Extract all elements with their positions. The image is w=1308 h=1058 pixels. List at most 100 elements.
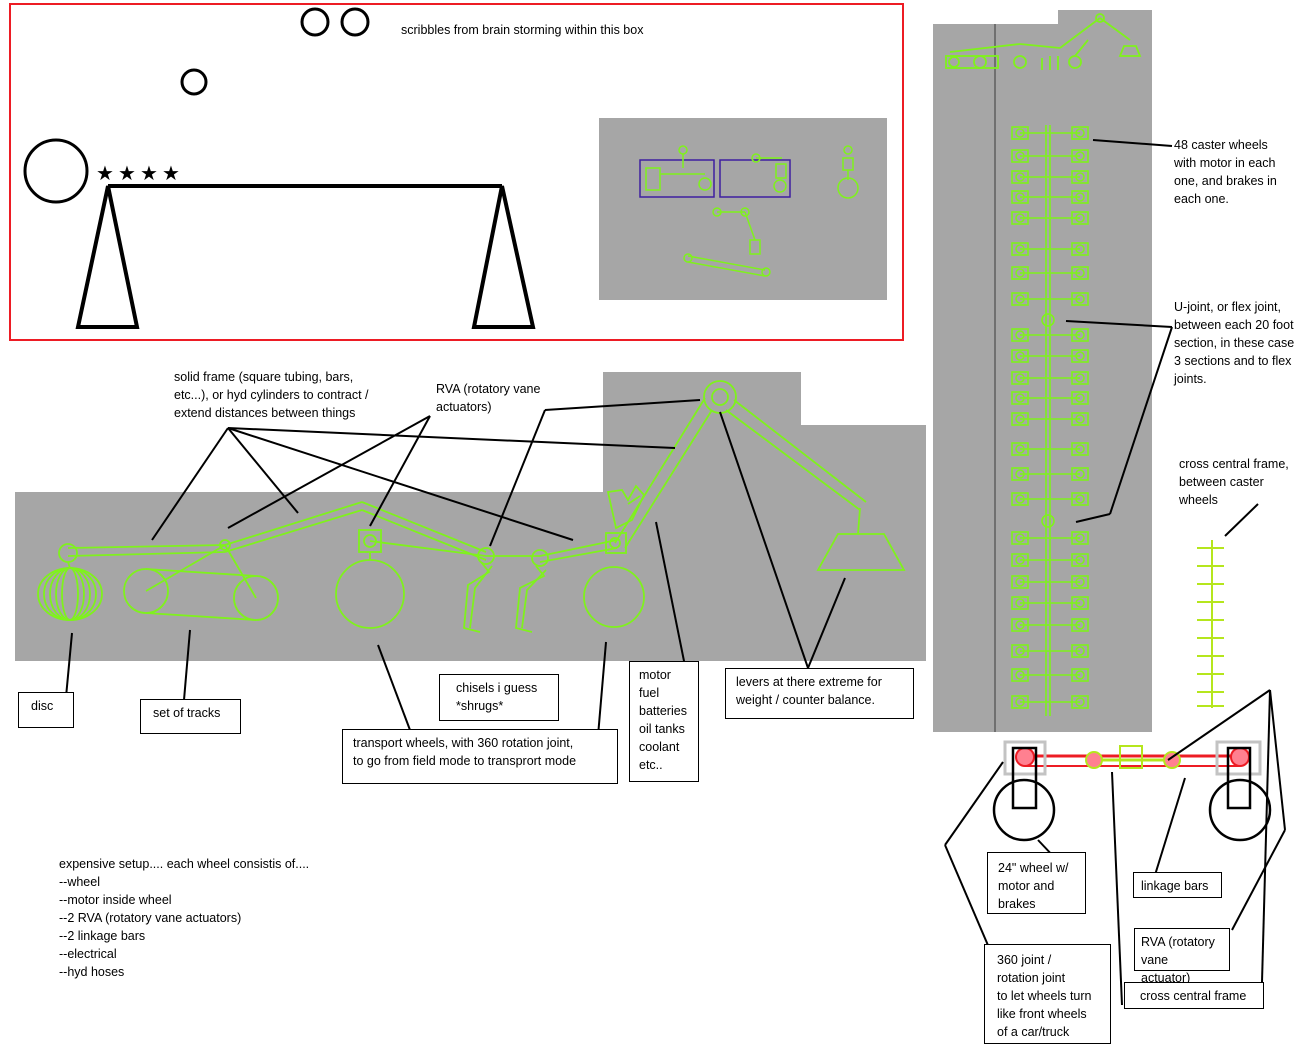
caster-wheel-hub [1015, 697, 1025, 707]
u-joint [1041, 313, 1055, 327]
caster-wheel [1071, 211, 1089, 225]
caster-wheel-hub [1075, 646, 1085, 656]
caster-wheel [1011, 292, 1029, 306]
caster-wheel [1011, 242, 1029, 256]
caster-wheel [1071, 126, 1089, 140]
top-view-leaders [1065, 139, 1259, 537]
caster-wheel [1071, 553, 1089, 567]
caster-wheel-hub [1075, 444, 1085, 454]
scribble-circle [300, 7, 330, 37]
caster-wheel [1071, 442, 1089, 456]
caster-wheel [1011, 170, 1029, 184]
caster-wheel-hub [1075, 577, 1085, 587]
caster-wheel-hub [1015, 151, 1025, 161]
caster-column [1011, 125, 1089, 716]
caster-wheel-hub [1075, 620, 1085, 630]
caster-wheel-hub [1075, 414, 1085, 424]
transport-wheels-callout: transport wheels, with 360 rotation join… [342, 729, 618, 784]
motor-block [606, 484, 646, 530]
frame-bars [67, 501, 618, 563]
caster-wheel [1011, 644, 1029, 658]
cross-frame-label: cross central frame, between caster whee… [1179, 457, 1289, 507]
caster-wheel [1071, 391, 1089, 405]
caster-wheel [1011, 668, 1029, 682]
expensive-setup-notes: expensive setup.... each wheel consistis… [59, 857, 310, 979]
caster-wheel-hub [1075, 494, 1085, 504]
caster-wheel-hub [1015, 555, 1025, 565]
caster-wheel-hub [1015, 172, 1025, 182]
caster-wheel-hub [1075, 373, 1085, 383]
caster-wheel [1011, 149, 1029, 163]
tracks-callout: set of tracks [140, 699, 241, 734]
top-strip-sketch [945, 13, 1142, 70]
caster-wheel-hub [1015, 294, 1025, 304]
caster-wheel-hub [1015, 670, 1025, 680]
caster-wheel-hub [1015, 192, 1025, 202]
chisels-sketch [463, 547, 549, 633]
caster-wheel [1011, 575, 1029, 589]
brainstorm-box: ★ ★ ★ ★ [9, 3, 904, 341]
caster-wheel-hub [1075, 533, 1085, 543]
scribbles-label: scribbles from brain storming within thi… [401, 23, 644, 37]
caster-wheel [1071, 328, 1089, 342]
transport-wheel-2 [583, 532, 645, 628]
front-axle-view [992, 740, 1272, 842]
side-view-machine [37, 380, 906, 633]
caster-wheel-hub [1075, 268, 1085, 278]
caster-wheel-hub [1075, 192, 1085, 202]
caster-wheel [1011, 467, 1029, 481]
caster-wheel [1011, 442, 1029, 456]
disc-callout: disc [18, 692, 74, 728]
caster-wheel [1071, 149, 1089, 163]
disc-sketch [37, 543, 103, 621]
caster-wheel [1011, 349, 1029, 363]
caster-wheel-hub [1075, 670, 1085, 680]
caster-wheel-hub [1075, 697, 1085, 707]
caster-wheel-hub [1075, 128, 1085, 138]
caster-wheel-hub [1015, 213, 1025, 223]
caster-wheel-hub [1075, 351, 1085, 361]
caster-wheel [1071, 371, 1089, 385]
transport-wheel-1 [335, 529, 405, 629]
caster-wheel-hub [1015, 444, 1025, 454]
caster-wheel [1011, 531, 1029, 545]
scribble-stars: ★ ★ ★ ★ [96, 161, 180, 185]
caster-wheel [1011, 596, 1029, 610]
caster-wheel-hub [1075, 469, 1085, 479]
caster-wheel-hub [1075, 213, 1085, 223]
svg-text:★: ★ [96, 161, 114, 185]
scribble-circle [23, 138, 89, 204]
caster-wheel [1011, 618, 1029, 632]
rva-label: RVA (rotatory vane actuators) [436, 382, 541, 414]
axle-leaders [944, 689, 1286, 1006]
scribble-circle [340, 7, 370, 37]
joint-360-callout: 360 joint / rotation joint to let wheels… [984, 944, 1111, 1044]
caster-wheel [1011, 391, 1029, 405]
caster-wheel [1071, 695, 1089, 709]
caster-wheels-label: 48 caster wheels with motor in each one,… [1174, 138, 1277, 206]
caster-wheel-hub [1015, 268, 1025, 278]
side-view-panel [15, 372, 926, 661]
caster-wheel-hub [1075, 330, 1085, 340]
caster-wheel-hub [1015, 414, 1025, 424]
brainstorm-mini-sketches [639, 145, 859, 277]
solid-frame-label: solid frame (square tubing, bars, etc...… [174, 370, 369, 420]
caster-wheel [1011, 371, 1029, 385]
leader-lines [65, 399, 846, 737]
u-joint [1041, 514, 1055, 528]
caster-wheel [1071, 618, 1089, 632]
svg-text:★: ★ [118, 161, 136, 185]
caster-wheel [1071, 412, 1089, 426]
scribble-table [75, 184, 536, 329]
caster-wheel [1011, 492, 1029, 506]
svg-text:★: ★ [162, 161, 180, 185]
caster-wheel-hub [1075, 294, 1085, 304]
svg-text:★: ★ [140, 161, 158, 185]
caster-wheel [1071, 292, 1089, 306]
caster-wheel [1011, 412, 1029, 426]
caster-wheel-hub [1015, 373, 1025, 383]
caster-wheel-hub [1015, 469, 1025, 479]
caster-wheel-hub [1015, 393, 1025, 403]
cross-frame-ladder [1197, 540, 1224, 708]
